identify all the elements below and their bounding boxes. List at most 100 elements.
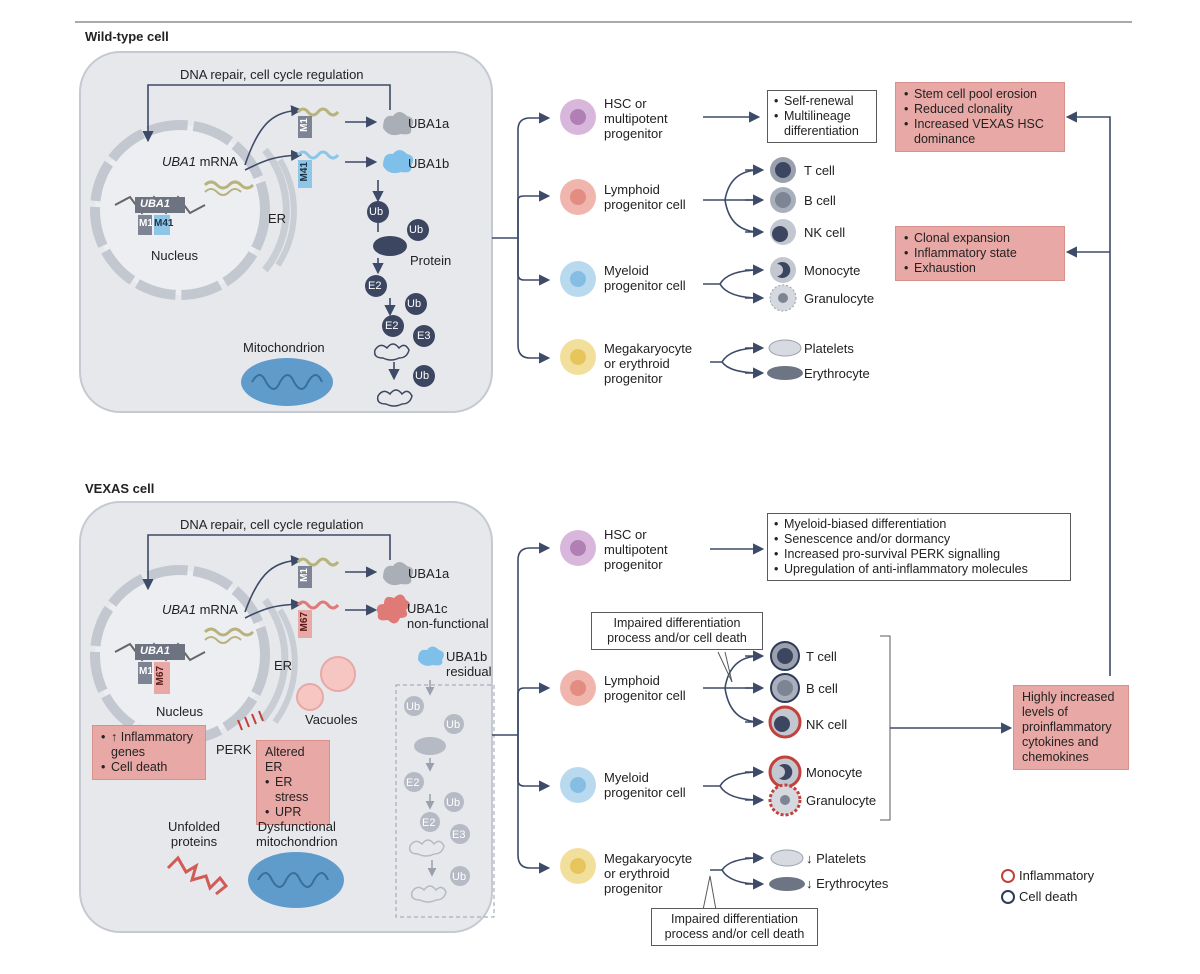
vx-cell-erythrocytes: ↓ Erythrocytes [806,876,889,891]
clonal-outcome-1: Clonal expansion [904,231,1056,246]
vx-impaired-top-box: Impaired differentiation process and/or … [591,612,763,650]
vx-dysfunctional-label: Dysfunctional mitochondrion [256,819,338,849]
clonal-outcome-3: Exhaustion [904,261,1056,276]
vx-gene-m1: M1 [139,666,153,677]
vx-er-outcome-2: UPR [265,805,321,820]
wt-progenitor-hsc: HSC or multipotent progenitor [604,96,668,141]
wt-dna-repair-label: DNA repair, cell cycle regulation [180,67,364,82]
wt-nucleus-label: Nucleus [151,248,198,263]
vx-cell-t: T cell [806,649,837,664]
wt-ub-2: Ub [409,224,424,236]
vx-hsc-outcome-4: Upregulation of anti-inflammatory molecu… [774,562,1064,577]
clonal-outcomes-box: Clonal expansion Inflammatory state Exha… [895,226,1065,281]
vx-hsc-outcome-1: Myeloid-biased differentiation [774,517,1064,532]
vx-ub-1: Ub [406,701,421,713]
stem-outcome-1: Stem cell pool erosion [904,87,1056,102]
vx-hsc-outcomes-box: Myeloid-biased differentiation Senescenc… [767,513,1071,581]
wt-mrna-m41-tag: M41 [299,162,310,182]
wt-cell-nk: NK cell [804,225,846,240]
vx-unfolded-label: Unfolded proteins [168,819,221,849]
wt-uba1b-label: UBA1b [408,156,450,171]
uba1a-protein-shape [383,112,414,136]
vx-hsc-outcome-2: Senescence and/or dormancy [774,532,1064,547]
stem-cell-outcomes-box: Stem cell pool erosion Reduced clonality… [895,82,1065,152]
wt-hsc-outcome-2: Multilineage differentiation [774,109,870,139]
uba1b-protein-shape [383,150,414,174]
clonal-outcome-2: Inflammatory state [904,246,1056,261]
vx-mrna-m1-tag: M1 [299,568,310,582]
vx-nucleus-outcome-2: Cell death [101,760,197,775]
wt-cell-platelets: Platelets [804,341,854,356]
wt-e2-label-2: E2 [385,320,399,332]
vx-hsc-outcome-3: Increased pro-survival PERK signalling [774,547,1064,562]
wt-uba1a-label: UBA1a [408,116,450,131]
vx-e2-label-2: E2 [422,817,436,829]
wt-e2-label: E2 [368,280,382,292]
wt-hsc-outcomes-box: Self-renewal Multilineage differentiatio… [767,90,877,143]
wt-e3-label: E3 [417,330,431,342]
vx-e2-label: E2 [406,777,420,789]
vx-progenitor-mk: Megakaryocyte or erythroid progenitor [604,851,693,896]
wt-gene-m41: M41 [154,218,174,229]
wt-protein-label: Protein [410,253,452,268]
wt-mrna-label: UBA1 mRNA [162,154,238,169]
vx-progenitor-myeloid: Myeloid progenitor cell [604,770,686,800]
vx-gene-m67: M67 [155,666,166,686]
wt-cell-monocyte: Monocyte [804,263,861,278]
legend-cell-death: Cell death [1019,889,1078,904]
vx-dna-repair-label: DNA repair, cell cycle regulation [180,517,364,532]
vx-e3-label: E3 [452,829,466,841]
wt-gene-m1: M1 [139,218,153,229]
wt-hsc-outcome-1: Self-renewal [774,94,870,109]
vx-cell-granulocyte: Granulocyte [806,793,877,808]
vx-altered-er-box: Altered ER ER stress UPR [256,740,330,825]
cytokine-box: Highly increased levels of proinflammato… [1013,685,1129,770]
vexas-section-title: VEXAS cell [85,481,155,496]
vx-mrna-m67-tag: M67 [299,612,310,632]
vx-nucleus-label: Nucleus [156,704,203,719]
wt-gene-label: UBA1 [140,198,170,210]
vx-er-outcome-1: ER stress [265,775,321,805]
vx-nucleus-outcomes-box: ↑ Inflammatory genes Cell death [92,725,206,780]
vx-uba1a-label: UBA1a [408,566,450,581]
vx-uba1c-label: UBA1c non-functional [407,601,489,631]
wt-mrna-gene: UBA1 [162,154,196,169]
vx-ub-4: Ub [452,871,467,883]
wt-ub-3: Ub [407,298,422,310]
wt-cell-b: B cell [804,193,836,208]
wt-cell-t: T cell [804,163,835,178]
wt-mrna-m1-tag: M1 [299,118,310,132]
vx-ub-2: Ub [446,719,461,731]
vx-progenitor-lymphoid: Lymphoid progenitor cell [604,673,686,703]
vx-er-label: ER [274,658,293,673]
vx-cell-monocyte: Monocyte [806,765,863,780]
vx-cell-platelets: ↓ Platelets [806,851,866,866]
vx-progenitor-hsc: HSC or multipotent progenitor [604,527,668,572]
stem-outcome-3: Increased VEXAS HSC dominance [904,117,1056,147]
wt-ub-4: Ub [415,370,430,382]
mitochondrion-shape [241,358,333,406]
wt-er-label: ER [268,211,287,226]
wt-progenitor-myeloid: Myeloid progenitor cell [604,263,686,293]
vx-mrna-label: UBA1 mRNA [162,602,238,617]
wt-mitochondrion-label: Mitochondrion [243,340,325,355]
vx-nucleus-outcome-1: ↑ Inflammatory genes [101,730,197,760]
vx-gene-label: UBA1 [140,645,170,657]
vx-altered-er-title: Altered ER [265,745,305,774]
vx-ub-3: Ub [446,797,461,809]
wildtype-section-title: Wild-type cell [85,29,169,44]
vx-mrna-gene: UBA1 [162,602,196,617]
vx-mrna-suffix: mRNA [195,602,238,617]
wt-cell-granulocyte: Granulocyte [804,291,875,306]
vx-cell-nk: NK cell [806,717,848,732]
wt-progenitor-mk: Megakaryocyte or erythroid progenitor [604,341,693,386]
wt-mrna-suffix: mRNA [195,154,238,169]
vx-vacuoles-label: Vacuoles [305,712,358,727]
wt-ub-1: Ub [369,206,384,218]
legend-inflammatory: Inflammatory [1019,868,1095,883]
vx-uba1b-residual-label: UBA1b residual [446,649,492,679]
vx-perk-label: PERK [216,742,252,757]
vx-cell-b: B cell [806,681,838,696]
wt-progenitor-lymphoid: Lymphoid progenitor cell [604,182,686,212]
